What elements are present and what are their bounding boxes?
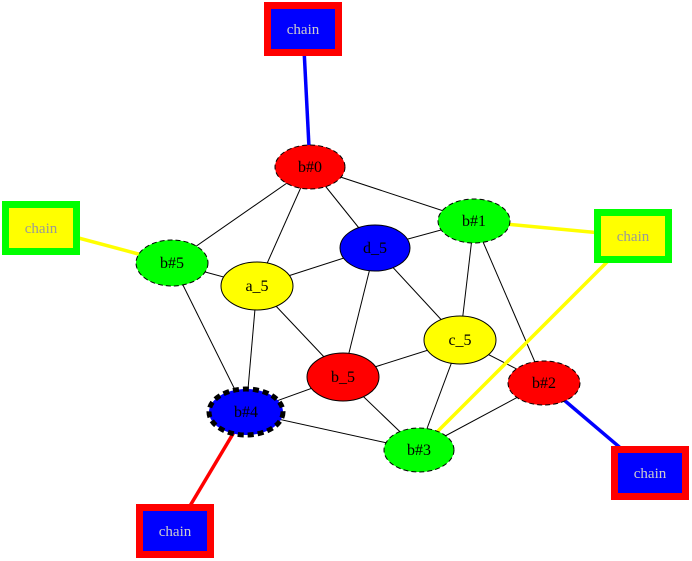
node-shape bbox=[274, 144, 346, 190]
node-a5[interactable]: a_5 bbox=[220, 261, 294, 311]
node-shape bbox=[135, 239, 209, 287]
chain-box[interactable]: chain bbox=[594, 209, 672, 263]
node-b2[interactable]: b#2 bbox=[507, 360, 581, 406]
node-shape bbox=[220, 261, 294, 311]
chain-label: chain bbox=[617, 229, 650, 245]
chain-box-shape bbox=[2, 201, 80, 255]
node-label: b#2 bbox=[532, 375, 556, 392]
node-label: b#4 bbox=[234, 404, 258, 421]
chain-label: chain bbox=[634, 466, 667, 482]
node-label: c_5 bbox=[448, 332, 471, 349]
node-layer: b#0 b#1 b#2 b#3 b#4 b#5 a_5 b_5 c_5 d_5 bbox=[135, 144, 581, 473]
node-label: b#3 bbox=[407, 442, 431, 459]
edge-b4-b5 bbox=[171, 262, 247, 413]
chain-box-shape bbox=[264, 2, 342, 56]
node-label: b_5 bbox=[331, 369, 355, 386]
node-shape bbox=[306, 352, 380, 402]
node-b3[interactable]: b#3 bbox=[383, 427, 455, 473]
chain-box[interactable]: chain bbox=[611, 446, 689, 500]
chain-box-shape bbox=[611, 446, 689, 500]
node-b4[interactable]: b#4 bbox=[206, 386, 286, 438]
chain-label: chain bbox=[159, 524, 192, 540]
node-shape bbox=[507, 360, 581, 406]
node-c5[interactable]: c_5 bbox=[423, 315, 497, 365]
node-b0[interactable]: b#0 bbox=[274, 144, 346, 190]
chain-box-shape bbox=[594, 209, 672, 263]
chain-edge-layer bbox=[40, 28, 652, 532]
chain-box[interactable]: chain bbox=[2, 201, 80, 255]
node-b5[interactable]: b#5 bbox=[135, 239, 209, 287]
node-label: b#5 bbox=[160, 255, 184, 272]
node-b_5[interactable]: b_5 bbox=[306, 352, 380, 402]
node-shape bbox=[206, 386, 286, 438]
edge-b1-b2 bbox=[473, 220, 545, 384]
node-b1[interactable]: b#1 bbox=[437, 198, 511, 244]
node-shape bbox=[383, 427, 455, 473]
node-shape bbox=[339, 224, 411, 272]
chain-edge-b3 bbox=[417, 234, 635, 452]
chain-box-shape bbox=[136, 504, 214, 558]
chain-box[interactable]: chain bbox=[136, 504, 214, 558]
chain-label: chain bbox=[287, 22, 320, 38]
node-shape bbox=[437, 198, 511, 244]
node-d5[interactable]: d_5 bbox=[339, 224, 411, 272]
node-label: d_5 bbox=[363, 240, 387, 257]
chain-label: chain bbox=[25, 221, 58, 237]
chain-box[interactable]: chain bbox=[264, 2, 342, 56]
node-label: b#1 bbox=[462, 213, 486, 230]
node-shape bbox=[423, 315, 497, 365]
node-label: a_5 bbox=[245, 278, 268, 295]
node-label: b#0 bbox=[298, 159, 322, 176]
